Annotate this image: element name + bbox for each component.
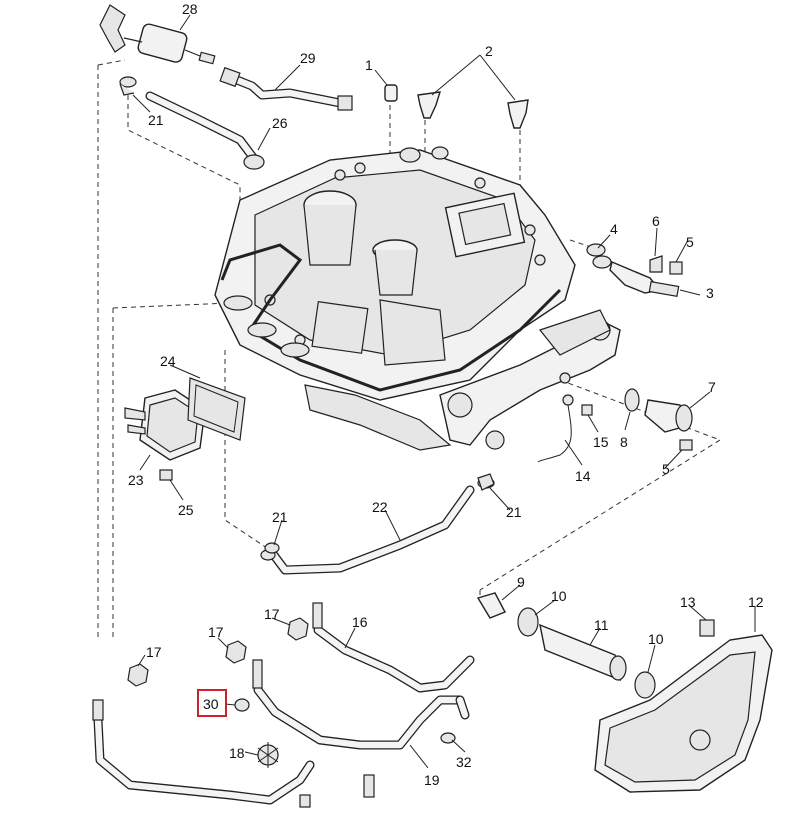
hose-29 [219,66,353,111]
callout-32[interactable]: 32 [456,754,472,770]
leader-lines [132,14,756,769]
clip-32 [440,732,456,744]
adapter-plate [214,146,621,451]
callout-6[interactable]: 6 [652,213,660,229]
callout-5-top[interactable]: 5 [686,234,694,250]
wire-14 [537,394,593,463]
callout-10-top[interactable]: 10 [551,588,567,604]
coupler-7 [624,388,693,451]
callout-25[interactable]: 25 [178,502,194,518]
callout-17-mid[interactable]: 17 [208,624,224,640]
callout-28[interactable]: 28 [182,1,198,17]
clamp-21-top [119,76,137,96]
module-23 [124,377,246,481]
grommets-2 [417,91,529,129]
callout-13[interactable]: 13 [680,594,696,610]
callout-17-left[interactable]: 17 [146,644,162,660]
callout-3[interactable]: 3 [706,285,714,301]
connector-9-11 [476,592,656,699]
callout-29[interactable]: 29 [300,50,316,66]
callout-14[interactable]: 14 [575,468,591,484]
callout-9[interactable]: 9 [517,574,525,590]
callout-11[interactable]: 11 [594,617,609,633]
nuts-17 [127,617,309,687]
callout-19[interactable]: 19 [424,772,440,788]
plug-1 [384,84,398,102]
hose-bottom [92,699,315,805]
fuel-filter-28 [99,4,216,65]
callout-26[interactable]: 26 [272,115,288,131]
callout-15[interactable]: 15 [593,434,609,450]
callout-18[interactable]: 18 [229,745,245,761]
highlight-box-30 [197,689,227,717]
callout-24[interactable]: 24 [160,353,176,369]
callout-1[interactable]: 1 [365,57,373,73]
callout-22[interactable]: 22 [372,499,388,515]
hose-16 [312,602,475,693]
callout-21-left[interactable]: 21 [272,509,288,525]
callouts: 28 29 1 2 21 26 4 6 5 3 24 7 15 8 5 23 1… [128,1,764,788]
fuel-tube-26 [145,91,265,170]
ring-30 [234,698,250,712]
callout-5-right[interactable]: 5 [662,461,670,477]
port-covers [223,295,310,358]
callout-17-right[interactable]: 17 [264,606,280,622]
hose-22 [260,477,495,575]
callout-2[interactable]: 2 [485,43,493,59]
fitting-assembly-3-6 [586,243,683,298]
callout-21-right[interactable]: 21 [506,504,522,520]
callout-7[interactable]: 7 [708,379,716,395]
impeller-18 [257,742,279,768]
callout-4[interactable]: 4 [610,221,618,237]
callout-21-top[interactable]: 21 [148,112,164,128]
clamps-21 [264,473,495,554]
callout-16[interactable]: 16 [352,614,368,630]
callout-23[interactable]: 23 [128,472,144,488]
callout-8[interactable]: 8 [620,434,628,450]
callout-10-right[interactable]: 10 [648,631,664,647]
bottom-fittings [299,774,375,808]
callout-12[interactable]: 12 [748,594,764,610]
callout-30[interactable]: 30 [203,696,219,712]
cover-12 [594,619,773,793]
hose-19 [252,659,470,750]
